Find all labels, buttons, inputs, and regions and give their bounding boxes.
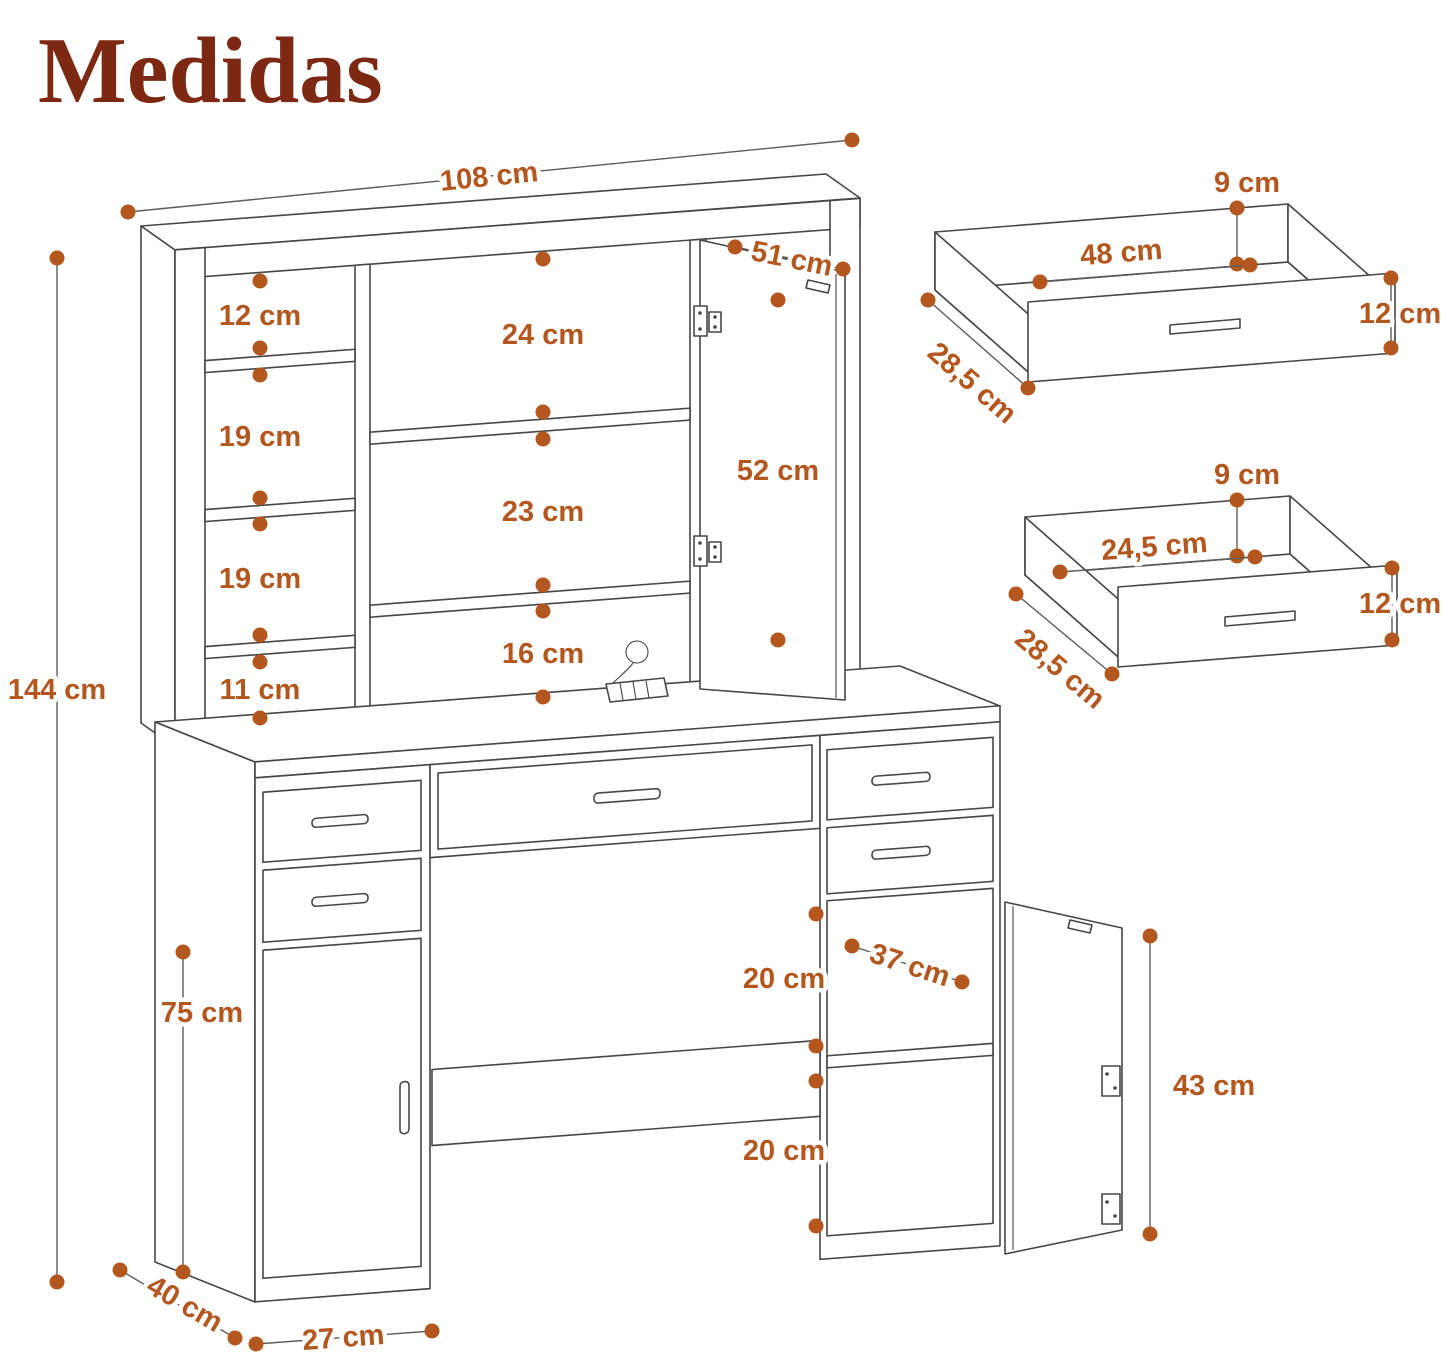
left-cabinet-door xyxy=(262,937,422,1280)
dim-left-shelf-2: 19 cm xyxy=(214,367,306,506)
dim-large-drawer-front-height: 12 cm xyxy=(1354,270,1445,356)
right-drawer-1-handle xyxy=(871,771,931,786)
dim-small-drawer-front-height: 12 cm xyxy=(1354,560,1445,648)
svg-text:12 cm: 12 cm xyxy=(1359,298,1441,330)
svg-text:12 cm: 12 cm xyxy=(219,300,301,332)
hutch-left-shelves xyxy=(204,348,356,660)
dim-mid-shelf-1: 24 cm xyxy=(497,251,589,420)
svg-text:75 cm: 75 cm xyxy=(161,997,243,1029)
hinge-icon xyxy=(693,305,722,337)
left-drawer-1-handle xyxy=(311,813,369,829)
svg-text:9 cm: 9 cm xyxy=(1214,459,1280,491)
right-cabinet-shelf xyxy=(826,1042,994,1069)
svg-text:24 cm: 24 cm xyxy=(502,319,584,351)
right-door-handle-slot xyxy=(1067,919,1093,934)
right-cabinet-door-open xyxy=(1004,901,1123,1255)
hinge-icon xyxy=(1101,1065,1121,1097)
svg-text:11 cm: 11 cm xyxy=(220,674,301,706)
dim-pedestal-width: 27 cm xyxy=(248,1314,440,1352)
dim-total-height: 144 cm xyxy=(3,250,111,1290)
hutch-middle-shelves xyxy=(369,407,691,618)
svg-text:52 cm: 52 cm xyxy=(737,455,819,487)
hinge-icon xyxy=(693,535,722,567)
desk-front xyxy=(254,705,1001,1303)
hutch-door-handle-slot xyxy=(805,279,831,294)
svg-text:108 cm: 108 cm xyxy=(439,156,540,198)
dim-desk-height: 75 cm xyxy=(156,944,248,1280)
dim-left-shelf-1: 12 cm xyxy=(214,273,306,356)
left-drawer-2-handle xyxy=(311,892,369,908)
dim-left-shelf-4: 11 cm xyxy=(215,654,305,726)
svg-text:20 cm: 20 cm xyxy=(743,963,825,995)
hutch-door-open xyxy=(693,239,846,701)
hinge-icon xyxy=(1101,1193,1121,1225)
center-drawer-handle xyxy=(593,787,661,804)
right-drawer-2-handle xyxy=(871,845,931,860)
drawer-diagram-small xyxy=(1024,495,1398,668)
dim-cabinet-top: 20 cm xyxy=(738,906,830,1054)
dim-cabinet-bottom: 20 cm xyxy=(738,1073,830,1234)
svg-text:48 cm: 48 cm xyxy=(1079,234,1164,272)
svg-text:144 cm: 144 cm xyxy=(8,674,106,706)
svg-text:27 cm: 27 cm xyxy=(301,1319,385,1352)
dim-mid-shelf-3: 16 cm xyxy=(497,603,589,705)
power-strip-icon xyxy=(605,640,669,703)
dim-large-drawer-back-height: 9 cm xyxy=(1209,163,1285,272)
svg-text:19 cm: 19 cm xyxy=(219,563,301,595)
svg-text:12 cm: 12 cm xyxy=(1359,588,1441,620)
svg-text:43 cm: 43 cm xyxy=(1173,1070,1255,1102)
dim-large-drawer-width: 48 cm xyxy=(1032,229,1258,290)
svg-text:23 cm: 23 cm xyxy=(502,496,584,528)
dim-cabinet-door-height: 43 cm xyxy=(1142,928,1260,1242)
hutch-left-face xyxy=(140,225,176,748)
knee-back-rail xyxy=(431,1039,821,1147)
hutch-left-panel xyxy=(174,246,206,748)
page-title: Medidas xyxy=(38,19,383,123)
dim-left-shelf-3: 19 cm xyxy=(214,516,306,643)
hutch-divider-left xyxy=(354,263,371,735)
left-door-handle xyxy=(399,1080,410,1135)
dim-small-drawer-back-height: 9 cm xyxy=(1209,455,1285,564)
svg-text:16 cm: 16 cm xyxy=(502,638,584,670)
drawer-diagram-large xyxy=(934,203,1396,383)
svg-text:19 cm: 19 cm xyxy=(219,421,301,453)
dim-mid-shelf-2: 23 cm xyxy=(497,431,589,593)
drawer-handle xyxy=(1224,610,1296,627)
svg-text:9 cm: 9 cm xyxy=(1214,167,1280,199)
dim-hutch-door-height: 52 cm xyxy=(732,292,824,648)
drawer-handle xyxy=(1169,318,1241,335)
svg-text:20 cm: 20 cm xyxy=(743,1135,825,1167)
